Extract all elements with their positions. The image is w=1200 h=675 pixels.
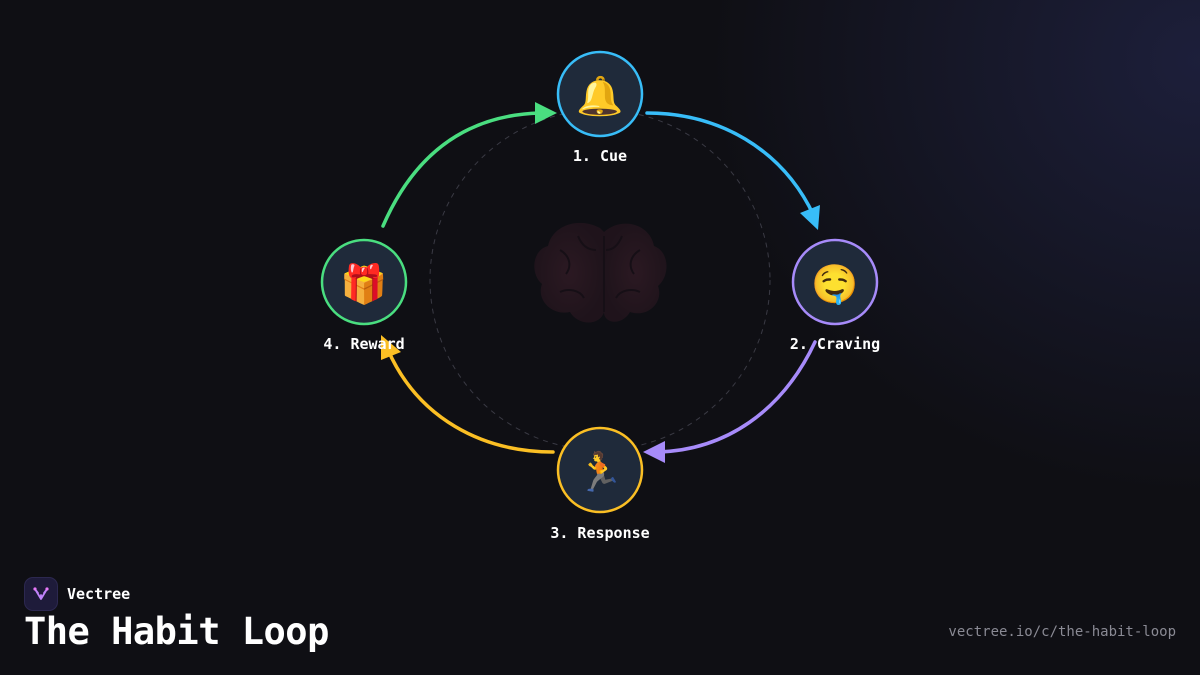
vectree-logo-icon <box>24 577 58 611</box>
node-response-label: 3. Response <box>550 524 649 542</box>
running-person-icon: 🏃 <box>576 450 623 494</box>
bell-icon: 🔔 <box>576 74 623 118</box>
node-reward: 🎁 4. Reward <box>320 238 408 353</box>
node-response-circle <box>556 426 644 514</box>
node-reward-label: 4. Reward <box>323 335 404 353</box>
drooling-face-icon: 🤤 <box>811 262 858 306</box>
node-reward-circle <box>320 238 408 326</box>
brain-icon <box>534 222 667 323</box>
brand: Vectree <box>24 577 130 611</box>
node-craving-circle <box>791 238 879 326</box>
gift-icon: 🎁 <box>340 262 387 306</box>
node-cue-label: 1. Cue <box>573 147 627 165</box>
brand-name: Vectree <box>67 585 131 603</box>
node-craving: 🤤 2. Craving <box>790 238 880 353</box>
arrow-cue-to-craving <box>645 111 820 230</box>
node-cue: 🔔 1. Cue <box>556 50 644 165</box>
node-cue-circle <box>556 50 644 138</box>
node-response: 🏃 3. Response <box>550 426 650 542</box>
node-craving-label: 2. Craving <box>790 335 880 353</box>
arrow-reward-to-cue <box>381 102 557 228</box>
arrow-response-to-reward <box>381 335 555 454</box>
source-url[interactable]: vectree.io/c/the-habit-loop <box>948 624 1176 640</box>
page-title: The Habit Loop <box>24 610 329 653</box>
arrow-craving-to-response <box>643 340 817 463</box>
